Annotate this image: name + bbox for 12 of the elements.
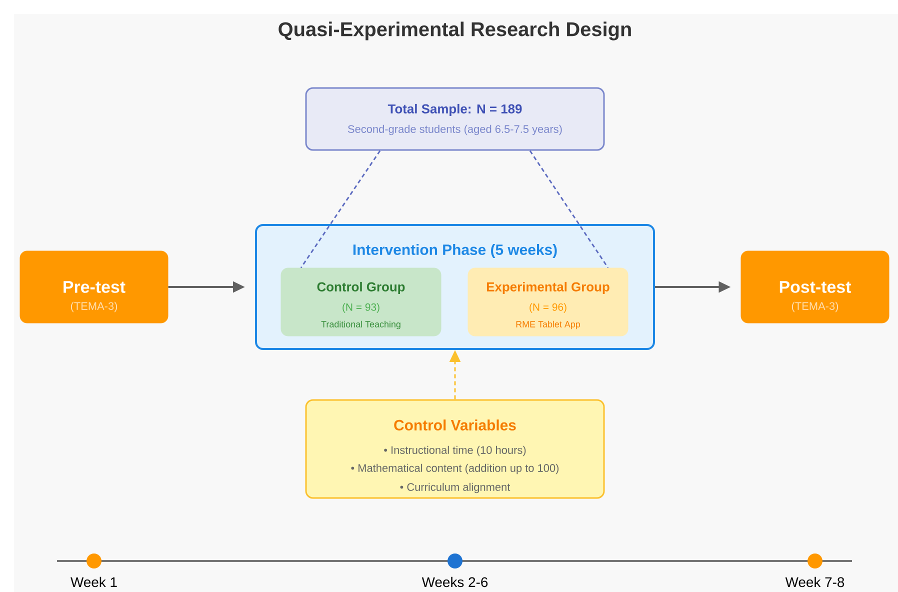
timeline-label: Week 1 [70,576,117,588]
timeline-label: Weeks 2-6 [422,576,488,588]
group-box: Experimental Group (N = 96) RME Tablet App [468,268,628,336]
title: Quasi-Experimental Research Design [278,22,631,40]
timeline-label: Week 7-8 [785,576,844,588]
connector-line [300,150,381,268]
variables-box: Control Variables • Instructional time (10 hours) • Mathematical content (addition up to 100) • Curriculum alignment [305,399,605,499]
test-box: Pre-test (TEMA-3) [20,250,168,324]
sample-box: Total Sample: N = 189 Second-grade students (aged 6.5-7.5 years) [305,87,605,151]
group-box: Control Group (N = 93) Traditional Teaching [280,268,442,336]
test-box: Post-test (TEMA-3) [740,250,890,324]
connector-line [529,150,609,268]
